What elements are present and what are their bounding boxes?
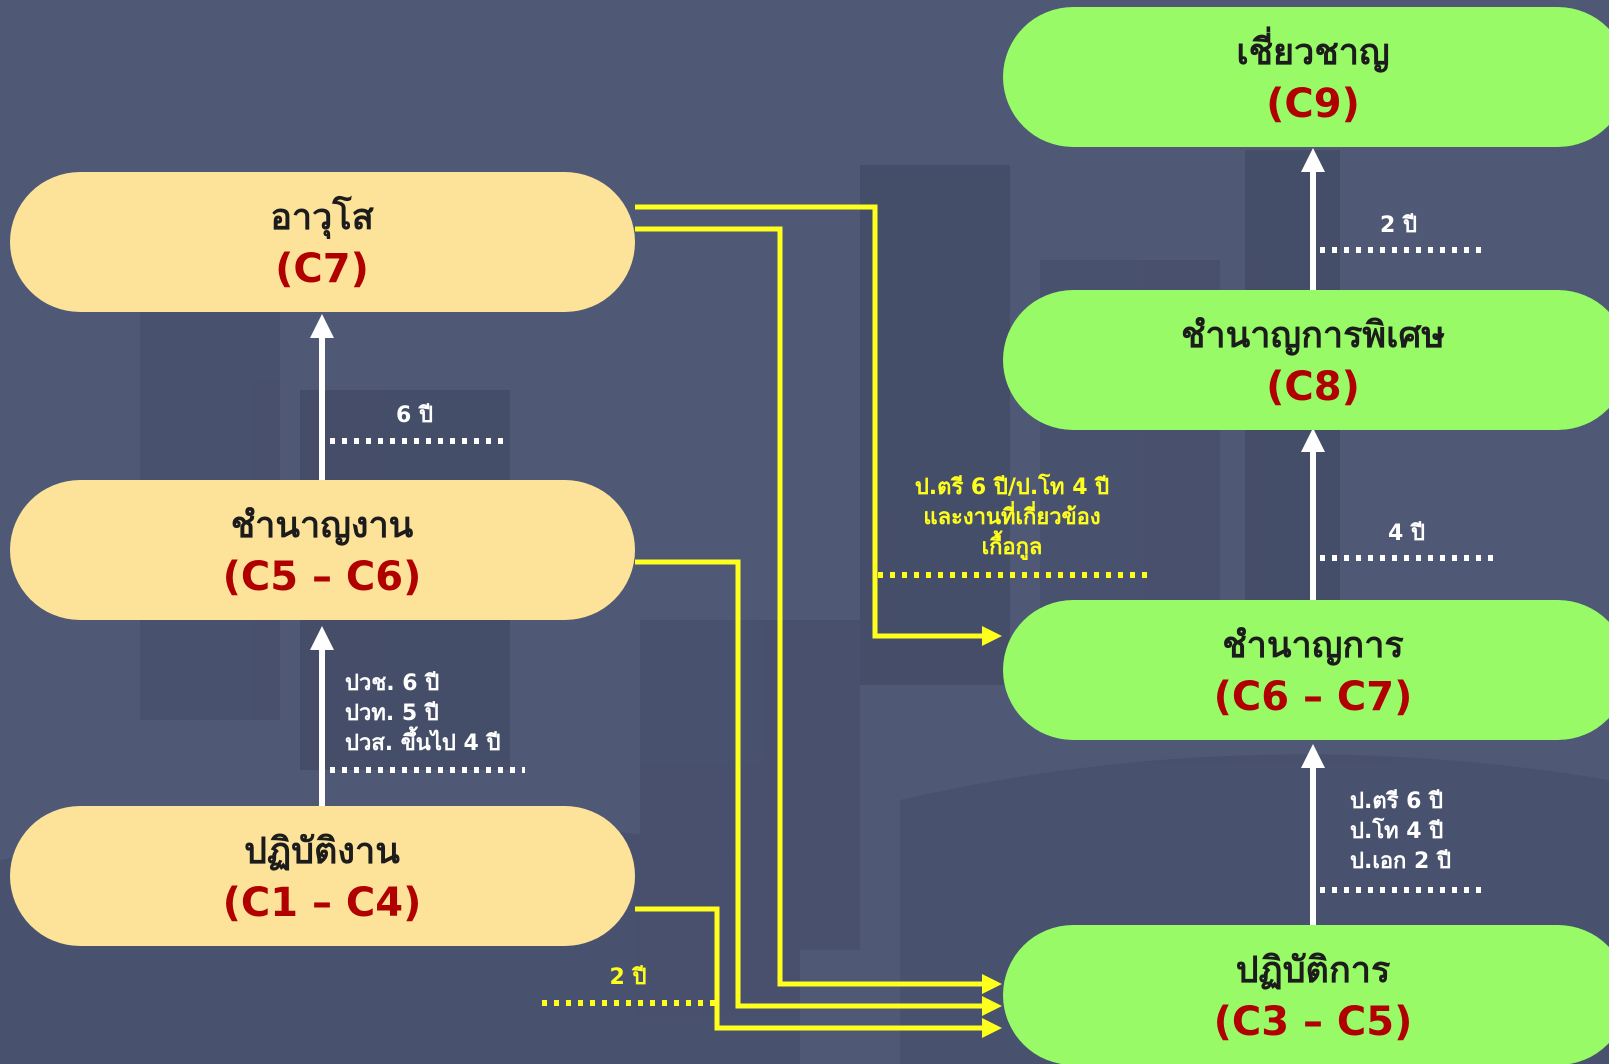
node-c6-c7-title: ชำนาญการ xyxy=(1222,625,1404,666)
node-c8-title: ชำนาญการพิเศษ xyxy=(1181,315,1445,356)
node-c5-c6-title: ชำนาญงาน xyxy=(231,505,414,546)
node-c3-c5-code: (C3 – C5) xyxy=(1214,999,1413,1045)
node-c1-c4-title: ปฏิบัติงาน xyxy=(244,831,400,872)
node-c5-c6: ชำนาญงาน (C5 – C6) xyxy=(10,480,635,620)
label-c8-to-c9: 2 ปี xyxy=(1380,213,1417,238)
label-vocational-line-2: ปวท. 5 ปี xyxy=(345,701,439,726)
connector-c5c6-to-c3c5 xyxy=(635,559,1002,1016)
connector-c7-to-c6c7 xyxy=(635,204,1002,646)
label-degree-line-1: ป.ตรี 6 ปี xyxy=(1350,789,1443,814)
node-c7-code: (C7) xyxy=(275,246,369,292)
node-c1-c4-code: (C1 – C4) xyxy=(223,880,422,926)
label-degree-line-3: ป.เอก 2 ปี xyxy=(1350,849,1451,874)
connector-c7-to-c3c5 xyxy=(635,226,1002,994)
node-c9-title: เชี่ยวชาญ xyxy=(1236,26,1389,73)
label-c7-to-c6c7: ป.ตรี 6 ปี/ป.โท 4 ปี และงานที่เกี่ยวข้อง… xyxy=(915,473,1109,561)
label-vocational-line-3: ปวส. ขึ้นไป 4 ปี xyxy=(345,726,500,756)
yellow-dotted-lines xyxy=(542,572,1150,1006)
node-c1-c4: ปฏิบัติงาน (C1 – C4) xyxy=(10,806,635,946)
node-c7-title: อาวุโส xyxy=(270,195,373,240)
node-c3-c5: ปฏิบัติการ (C3 – C5) xyxy=(1003,925,1609,1064)
label-related-line-3: เกื้อกูล xyxy=(982,530,1043,561)
label-c6c7-to-c8: 4 ปี xyxy=(1388,521,1425,546)
node-c8-code: (C8) xyxy=(1266,364,1360,410)
label-c1c4-to-c3c5: 2 ปี xyxy=(610,965,647,990)
label-related-line-2: และงานที่เกี่ยวข้อง xyxy=(923,500,1100,530)
node-c9: เชี่ยวชาญ (C9) xyxy=(1003,7,1609,147)
label-related-line-1: ป.ตรี 6 ปี/ป.โท 4 ปี xyxy=(915,473,1109,500)
node-c8: ชำนาญการพิเศษ (C8) xyxy=(1003,290,1609,430)
label-c1c4-to-c5c6: ปวช. 6 ปี ปวท. 5 ปี ปวส. ขึ้นไป 4 ปี xyxy=(345,671,500,756)
connector-c1c4-to-c3c5 xyxy=(635,906,1002,1038)
node-c6-c7-code: (C6 – C7) xyxy=(1214,674,1413,720)
node-c6-c7: ชำนาญการ (C6 – C7) xyxy=(1003,600,1609,740)
node-c3-c5-title: ปฏิบัติการ xyxy=(1236,950,1391,991)
node-c5-c6-code: (C5 – C6) xyxy=(223,554,422,600)
node-c7: อาวุโส (C7) xyxy=(10,172,635,312)
cross-track-connectors xyxy=(635,204,1002,1038)
node-c9-code: (C9) xyxy=(1266,81,1360,127)
white-dotted-lines xyxy=(330,247,1495,893)
label-c5c6-to-c7: 6 ปี xyxy=(396,403,433,428)
label-c3c5-to-c6c7: ป.ตรี 6 ปี ป.โท 4 ปี ป.เอก 2 ปี xyxy=(1350,789,1451,874)
label-degree-line-2: ป.โท 4 ปี xyxy=(1350,817,1443,844)
label-vocational-line-1: ปวช. 6 ปี xyxy=(345,671,439,696)
